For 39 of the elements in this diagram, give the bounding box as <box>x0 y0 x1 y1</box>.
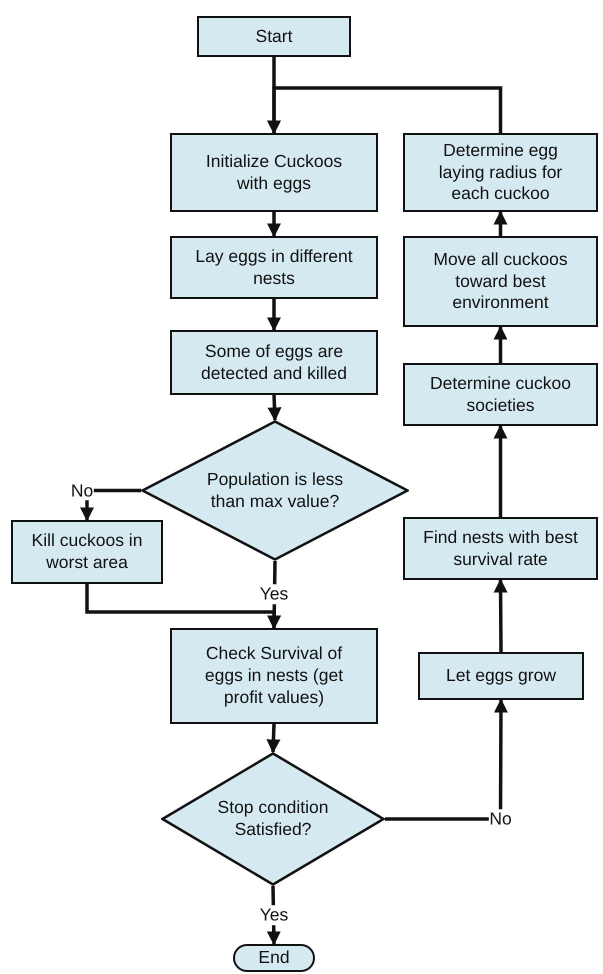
edge-label: Yes <box>258 584 290 604</box>
arrow <box>268 394 282 422</box>
arrow <box>494 210 508 236</box>
node-text: Start <box>256 26 292 48</box>
node-text: Kill cuckoos in worst area <box>30 530 144 574</box>
arrow <box>267 299 281 332</box>
node-text: Population is less than max value? <box>206 468 344 512</box>
terminal-box <box>233 944 315 972</box>
arrow <box>494 578 508 652</box>
process-box <box>197 16 351 57</box>
node-text: Stop condition Satisfied? <box>216 797 330 841</box>
process-box <box>403 363 598 426</box>
node-text: Let eggs grow <box>446 665 556 687</box>
arrow <box>267 212 281 238</box>
process-box <box>403 517 598 580</box>
arrow <box>494 326 508 363</box>
process-box <box>11 520 163 584</box>
arrow <box>494 424 508 517</box>
node-text: Find nests with best survival rate <box>422 526 579 570</box>
process-box <box>170 628 378 724</box>
node-text: Determine egg laying radius for each cuckoo <box>438 140 564 206</box>
process-box <box>403 236 598 327</box>
arrow <box>85 584 281 630</box>
process-box <box>170 133 378 212</box>
process-box <box>418 652 584 700</box>
process-box <box>170 236 378 299</box>
node-text: Initialize Cuckoos with eggs <box>204 150 344 194</box>
node-text: End <box>258 947 290 969</box>
process-box <box>170 330 378 395</box>
node-text: Check Survival of eggs in nests (get profit values) <box>204 643 344 709</box>
node-text: Some of eggs are detected and killed <box>200 340 348 384</box>
node-text: Lay eggs in different nests <box>194 246 354 290</box>
arrow <box>267 86 502 134</box>
arrow <box>266 724 280 754</box>
node-text: Move all cuckoos toward best environment <box>432 248 569 314</box>
edge-label: Yes <box>258 905 290 925</box>
arrow <box>385 698 508 821</box>
process-box <box>403 133 598 212</box>
node-text: Determine cuckoo societies <box>428 372 572 416</box>
